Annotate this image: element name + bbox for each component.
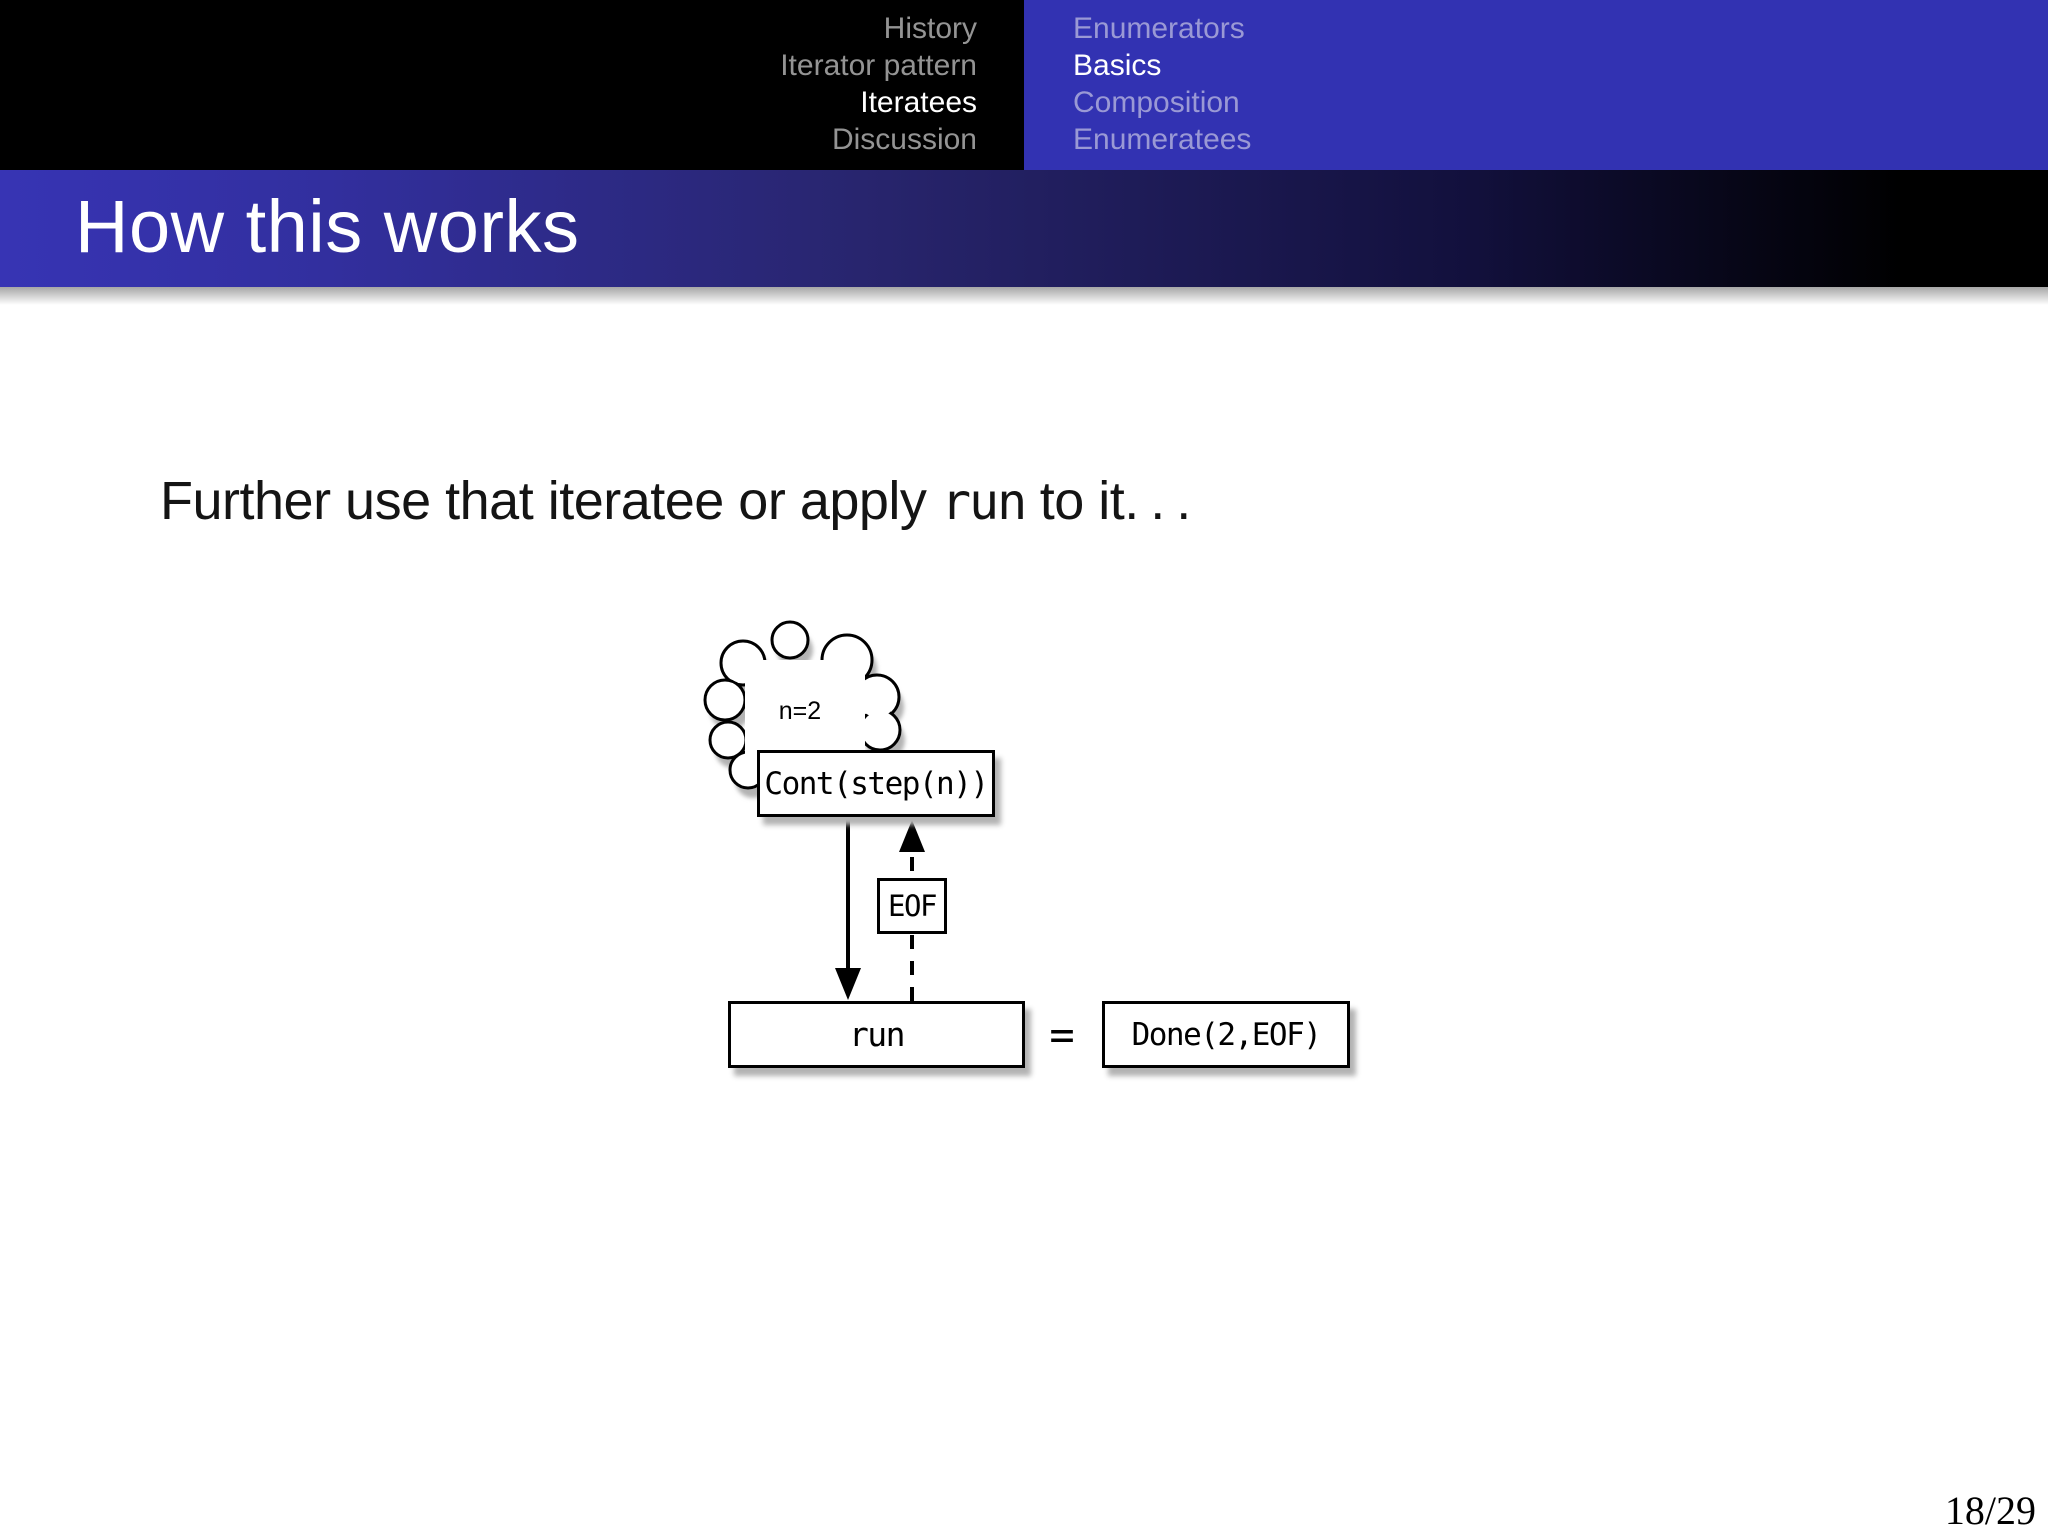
- nav-item[interactable]: Enumerators: [1073, 12, 1245, 45]
- nav-section-right: Enumerators Basics Composition Enumerate…: [1024, 0, 2048, 170]
- top-navigation: History Iterator pattern Iteratees Discu…: [0, 0, 2048, 170]
- title-bar-shadow: [0, 287, 2048, 305]
- nav-item[interactable]: Basics: [1073, 49, 1162, 82]
- done-box: Done(2,EOF): [1102, 1001, 1350, 1068]
- eof-box: EOF: [877, 878, 947, 934]
- dashed-up-arrow: [899, 820, 925, 1001]
- nav-item[interactable]: Iteratees: [860, 86, 977, 119]
- ellipsis: . . .: [1124, 471, 1191, 531]
- nav-item[interactable]: History: [883, 12, 977, 45]
- slide-title: How this works: [75, 185, 580, 268]
- cont-box: Cont(step(n)): [757, 750, 995, 817]
- lead-text-after: to it: [1025, 471, 1125, 531]
- inline-code-run: run: [940, 473, 1027, 531]
- title-bar: How this works: [0, 170, 2048, 287]
- run-box: run: [728, 1001, 1025, 1068]
- nav-item[interactable]: Enumeratees: [1073, 123, 1252, 156]
- lead-sentence: Further use that iteratee or apply run t…: [160, 470, 1191, 532]
- lead-text-before: Further use that iteratee or apply: [160, 471, 941, 531]
- nav-item[interactable]: Discussion: [831, 123, 977, 156]
- nav-item[interactable]: Composition: [1073, 86, 1240, 119]
- equals-sign: =: [1049, 1010, 1075, 1059]
- page-number: 18/29: [1944, 1488, 2036, 1533]
- nav-section-left: History Iterator pattern Iteratees Discu…: [0, 0, 1024, 170]
- nav-item[interactable]: Iterator pattern: [780, 49, 977, 82]
- solid-down-arrow: [835, 818, 861, 1000]
- cloud-state-label: n=2: [778, 697, 822, 725]
